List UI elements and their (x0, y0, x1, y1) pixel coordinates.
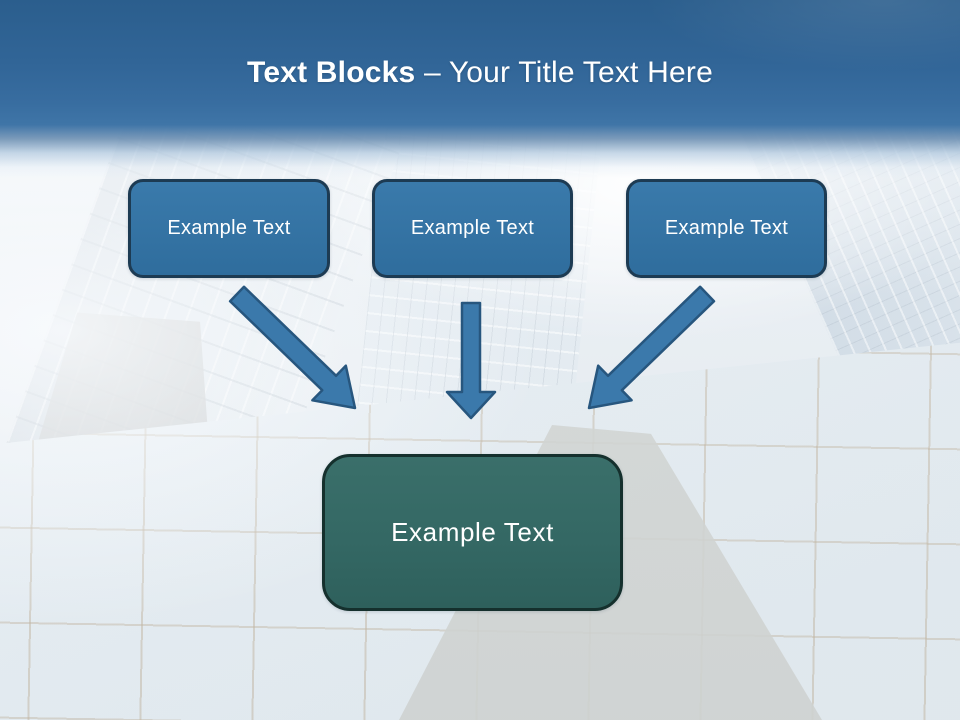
arrow-middle-down-icon (445, 301, 497, 420)
slide-header: Text Blocks – Your Title Text Here (0, 0, 960, 178)
title-rest: – Your Title Text Here (423, 56, 713, 89)
result-block-label: Example Text (391, 517, 554, 547)
title-emphasis: Text Blocks (247, 56, 416, 89)
text-block-3: Example Text (626, 179, 827, 278)
result-block: Example Text (322, 454, 623, 611)
text-block-1: Example Text (128, 179, 330, 278)
arrow-left-diagonal-icon (228, 285, 357, 410)
text-block-2-label: Example Text (410, 217, 535, 239)
slide-title: Text Blocks – Your Title Text Here (0, 52, 960, 94)
arrow-right-diagonal-icon (587, 285, 716, 410)
text-block-3-label: Example Text (664, 217, 789, 239)
text-block-1-label: Example Text (167, 217, 291, 239)
text-block-2: Example Text (372, 179, 573, 278)
